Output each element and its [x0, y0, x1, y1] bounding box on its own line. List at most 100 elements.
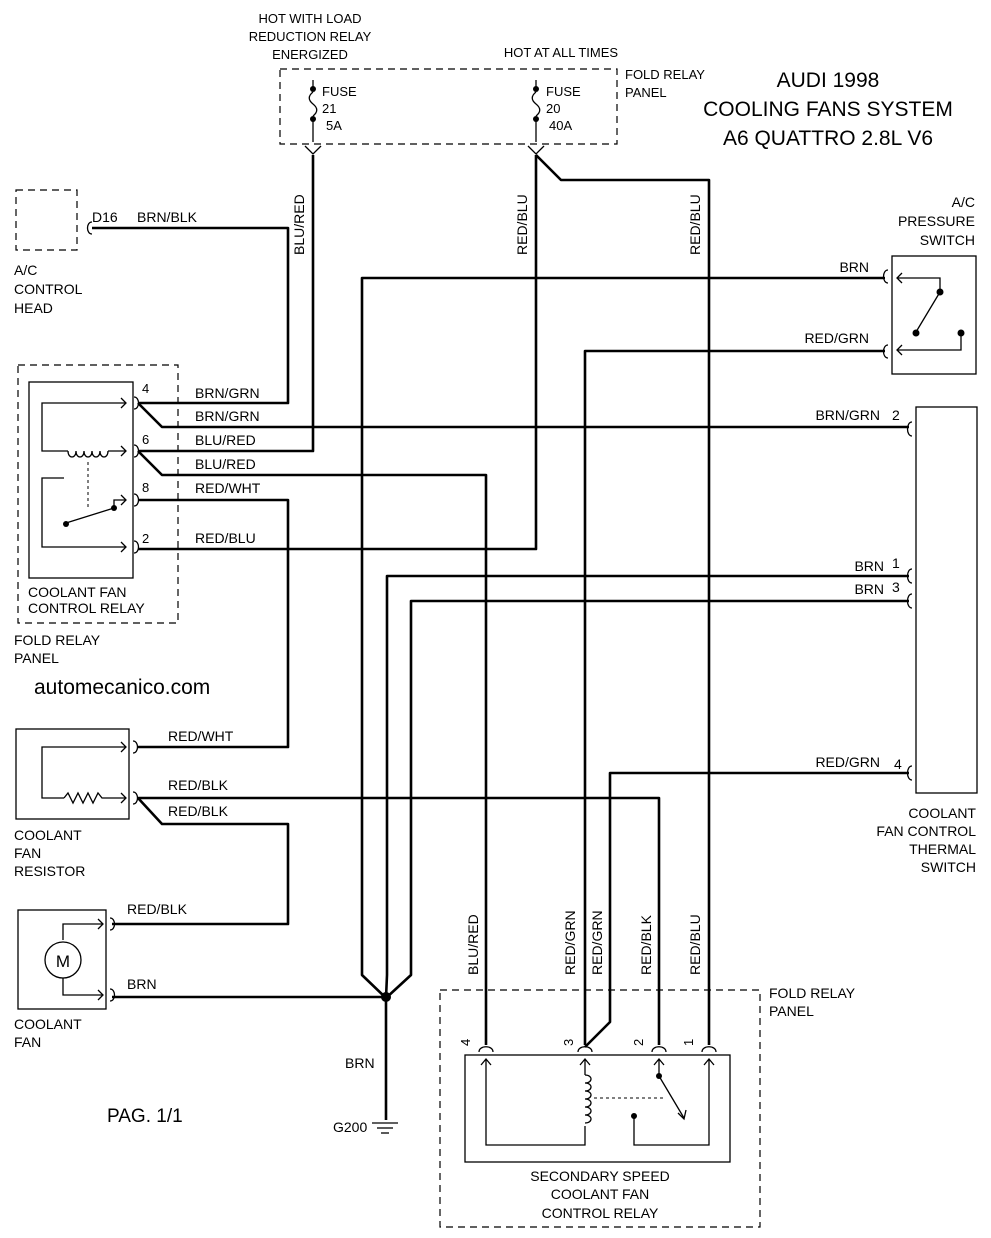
wire-brn-blk: [92, 226, 290, 405]
wire-label-brn-grn-2: BRN/GRN: [195, 408, 260, 424]
secondary-pin-2: 2: [631, 1039, 646, 1046]
secondary-panel-label-2: PANEL: [769, 1003, 814, 1019]
wire-red-wht: [138, 498, 290, 749]
thermal-pin-2: 2: [892, 407, 900, 423]
ground-g200: BRN G200: [333, 1055, 398, 1135]
wire-red-blk-fan: [112, 797, 290, 926]
secondary-relay-body: [464, 1054, 731, 1163]
ground-wire-brn: BRN: [345, 1055, 375, 1071]
wire-red-blk-secondary: [138, 796, 661, 1045]
ac-pressure-switch: A/C PRESSURE SWITCH BRN RED/GRN: [804, 194, 977, 375]
wire-brn-ac-pressure: [360, 276, 885, 999]
title-line-2: COOLING FANS SYSTEM: [703, 98, 953, 121]
ac-control-head-wire: BRN/BLK: [137, 209, 198, 225]
secondary-speed-relay: 4 3 2 1 SECONDARY SPEED COOLANT FAN CONT…: [439, 985, 856, 1228]
vlabel-bottom-red-grn-1: RED/GRN: [562, 910, 578, 975]
ac-control-head-pin: D16: [92, 209, 118, 225]
coolant-fan-resistor: RED/WHT RED/BLK RED/BLK COOLANT FAN RESI…: [14, 728, 234, 879]
secondary-relay-label-1: SECONDARY SPEED: [530, 1168, 670, 1184]
wire-blu-red-secondary: [137, 450, 488, 1045]
thermal-label-2: FAN CONTROL: [876, 823, 976, 839]
thermal-pin-3: 3: [892, 579, 900, 595]
ac-control-head: D16 BRN/BLK A/C CONTROL HEAD: [14, 189, 198, 316]
fuse-20-amps: 40A: [549, 118, 572, 133]
wiring: [92, 154, 909, 1120]
wire-label-red-blu: RED/BLU: [195, 530, 256, 546]
wire-label-red-wht: RED/WHT: [195, 480, 261, 496]
thermal-label-1: COOLANT: [908, 805, 976, 821]
thermal-wire-brn-1: BRN: [854, 558, 884, 574]
fuse-20-connector: [527, 145, 545, 155]
ac-control-head-connector: [86, 221, 93, 235]
ac-pressure-switch-body: [891, 255, 977, 375]
thermal-wire-brn-3: BRN: [854, 581, 884, 597]
wire-brn-thermal-1: [384, 574, 909, 999]
wire-blu-red-fuse: [138, 155, 315, 453]
fuse-21-connector: [304, 145, 322, 155]
ground-label: G200: [333, 1119, 367, 1135]
fan-label-2: FAN: [14, 1034, 41, 1050]
fan-body: [17, 909, 107, 1010]
ac-pressure-switch-wire-top: BRN: [839, 259, 869, 275]
relay-pin-8: 8: [142, 480, 149, 495]
wire-red-blu-relay: [138, 155, 538, 551]
relay-panel-label-1: FOLD RELAY: [14, 632, 101, 648]
hot-load-label-2: REDUCTION RELAY: [249, 29, 372, 44]
fuse-21-number: 21: [322, 101, 336, 116]
fuse-panel-label-2: PANEL: [625, 85, 667, 100]
coolant-fan-thermal-switch: BRN/GRN 2 BRN 1 BRN 3 RED/GRN 4 COOLANT …: [815, 406, 978, 875]
wire-brn-thermal-3: [385, 599, 909, 999]
relay-body: [28, 381, 134, 579]
ac-control-head-outline: [15, 189, 78, 251]
hot-all-times-label: HOT AT ALL TIMES: [504, 45, 618, 60]
relay-pin-4: 4: [142, 381, 149, 396]
secondary-panel-label-1: FOLD RELAY: [769, 985, 856, 1001]
thermal-wire-red-grn: RED/GRN: [815, 754, 880, 770]
motor-symbol: M: [56, 952, 70, 971]
hot-load-label-3: ENERGIZED: [272, 47, 348, 62]
fuse-21: FUSE 21 5A: [308, 80, 357, 142]
fuse-20-name: FUSE: [546, 84, 581, 99]
vlabel-red-blu-top-2: RED/BLU: [687, 194, 703, 255]
secondary-relay-label-3: CONTROL RELAY: [542, 1205, 659, 1221]
vlabel-bottom-blu-red: BLU/RED: [465, 914, 481, 975]
wire-brn-grn: [137, 402, 909, 429]
coolant-fan: M RED/BLK BRN COOLANT FAN: [14, 901, 188, 1050]
wire-red-blu-secondary: [535, 154, 711, 1045]
thermal-pin-4: 4: [894, 756, 902, 772]
secondary-pin-4: 4: [458, 1039, 473, 1046]
resistor-label-1: COOLANT: [14, 827, 82, 843]
vertical-wire-labels: BLU/RED RED/BLU RED/BLU BLU/RED RED/GRN …: [291, 194, 703, 975]
ac-pressure-switch-label-1: A/C: [952, 194, 975, 210]
page-number: PAG. 1/1: [107, 1106, 183, 1127]
splice-dot: [381, 992, 391, 1002]
wire-red-grn-pressure: [583, 349, 885, 1045]
wire-label-brn-grn-1: BRN/GRN: [195, 385, 260, 401]
fuse-21-name: FUSE: [322, 84, 357, 99]
fuse-block: HOT WITH LOAD REDUCTION RELAY ENERGIZED …: [249, 11, 705, 155]
thermal-label-3: THERMAL: [909, 841, 976, 857]
thermal-wire-brn-grn: BRN/GRN: [815, 407, 880, 423]
relay-panel-label-2: PANEL: [14, 650, 59, 666]
fan-wire-red-blk: RED/BLK: [127, 901, 188, 917]
resistor-label-2: FAN: [14, 845, 41, 861]
ac-control-head-label-2: CONTROL: [14, 281, 83, 297]
resistor-body: [15, 728, 130, 820]
relay-panel-outline: [17, 364, 179, 624]
title-line-3: A6 QUATTRO 2.8L V6: [723, 127, 933, 150]
secondary-pin-1: 1: [681, 1039, 696, 1046]
hot-load-label-1: HOT WITH LOAD: [258, 11, 361, 26]
ac-control-head-label-1: A/C: [14, 262, 37, 278]
wire-red-grn-thermal: [584, 771, 909, 1048]
relay-pin-2: 2: [142, 531, 149, 546]
fuse-panel-label-1: FOLD RELAY: [625, 67, 705, 82]
relay-label-2: CONTROL RELAY: [28, 600, 145, 616]
resistor-wire-red-wht: RED/WHT: [168, 728, 234, 744]
vlabel-bottom-red-blu: RED/BLU: [687, 914, 703, 975]
thermal-pin-1: 1: [892, 555, 900, 571]
diagram-title: AUDI 1998 COOLING FANS SYSTEM A6 QUATTRO…: [703, 69, 953, 150]
wire-label-blu-red-2: BLU/RED: [195, 456, 256, 472]
secondary-relay-panel-outline: [439, 989, 761, 1228]
title-line-1: AUDI 1998: [777, 69, 880, 92]
